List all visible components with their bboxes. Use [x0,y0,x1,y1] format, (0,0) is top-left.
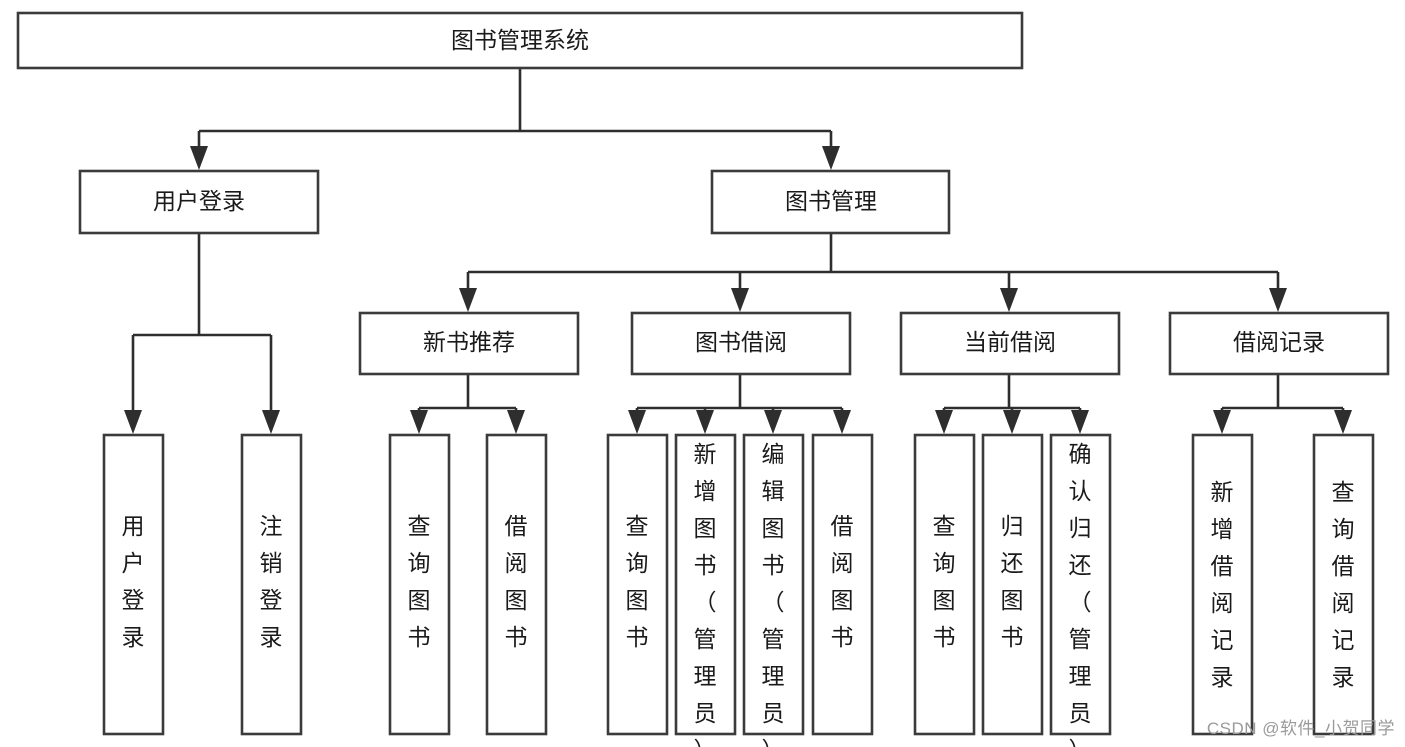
arrow-to-leaf-logout [262,410,280,434]
node-borrow-record-label: 借阅记录 [1233,329,1325,355]
connector-root-to-level2 [190,68,840,170]
arrow-to-book-borrow [731,288,749,312]
leaf-query-book-recommend-box[interactable] [388,433,451,736]
leaf-add-borrow-record[interactable]: 新增借阅记录 [1191,433,1254,736]
node-book-borrow-label: 图书借阅 [695,329,787,355]
arrow-to-leaf-confirm-return [1071,410,1089,434]
leaf-query-book-borrow[interactable]: 查询图书 [606,433,669,736]
arrow-to-new-book-recommend [459,288,477,312]
connector-newbook-to-leaves [410,374,525,434]
node-current-borrow-label: 当前借阅 [964,329,1056,355]
leaf-borrow-book[interactable]: 借阅图书 [811,433,874,736]
arrow-to-leaf-user-login [124,410,142,434]
node-new-book-recommend-label: 新书推荐 [423,329,515,355]
leaf-logout-box[interactable] [240,433,303,736]
leaf-query-book-borrow-box[interactable] [606,433,669,736]
leaf-edit-book-box[interactable] [742,433,805,736]
leaf-add-borrow-record-label: 新增借阅记录 [1211,479,1234,690]
node-user-login-label: 用户登录 [153,188,245,214]
arrow-to-leaf-query-book-1 [410,410,428,434]
connector-bookborrow-to-leaves [628,374,851,434]
leaf-confirm-return-label: 确认归还（管理员） [1069,441,1092,747]
node-user-login-box[interactable] [78,169,320,235]
leaf-borrow-book-box[interactable] [811,433,874,736]
leaf-query-book-current[interactable]: 查询图书 [913,433,976,736]
arrow-to-book-manage [822,146,840,170]
node-book-borrow-box[interactable] [630,311,852,376]
leaf-edit-book[interactable]: 编辑图书（管理员） [742,433,805,747]
arrow-to-leaf-edit-book [764,410,782,434]
arrow-to-current-borrow [1000,288,1018,312]
node-new-book-recommend-box[interactable] [358,311,580,376]
arrow-to-leaf-borrow-book-2 [833,410,851,434]
node-root-label: 图书管理系统 [451,27,589,53]
arrow-to-leaf-add-record [1213,410,1231,434]
arrow-to-leaf-return-book [1003,410,1021,434]
leaf-query-book-current-box[interactable] [913,433,976,736]
leaf-add-book[interactable]: 新增图书（管理员） [674,433,737,747]
connector-userlogin-to-leaves [124,233,280,434]
leaf-query-borrow-record-label: 查询借阅记录 [1332,479,1355,690]
leaf-user-login-label: 用户登录 [122,513,145,650]
leaf-confirm-return[interactable]: 确认归还（管理员） [1049,433,1112,747]
leaf-borrow-book-recommend-label: 借阅图书 [505,513,528,650]
leaf-query-book-current-label: 查询图书 [933,513,956,650]
leaf-add-book-label: 新增图书（管理员） [694,441,717,747]
connector-bookmanage-to-level3 [459,233,1287,312]
node-root[interactable]: 图书管理系统 [16,11,1024,70]
leaf-return-book-label: 归还图书 [1001,513,1024,650]
leaf-logout[interactable]: 注销登录 [240,433,303,736]
leaf-user-login-box[interactable] [102,433,165,736]
arrow-to-leaf-query-book-2 [628,410,646,434]
arrow-to-leaf-query-book-3 [935,410,953,434]
node-borrow-record-box[interactable] [1168,311,1390,376]
node-borrow-record[interactable]: 借阅记录 [1168,311,1390,376]
leaf-confirm-return-box[interactable] [1049,433,1112,736]
leaf-borrow-book-recommend[interactable]: 借阅图书 [485,433,548,736]
arrow-to-leaf-borrow-book-1 [507,410,525,434]
leaf-query-book-recommend-label: 查询图书 [408,513,431,650]
node-book-manage-box[interactable] [710,169,951,235]
arrow-to-leaf-add-book [696,410,714,434]
leaf-query-book-borrow-label: 查询图书 [626,513,649,650]
node-current-borrow-box[interactable] [899,311,1121,376]
leaf-add-borrow-record-box[interactable] [1191,433,1254,736]
csdn-watermark: CSDN @软件_小贺同学 [1206,719,1395,738]
arrow-to-borrow-record [1269,288,1287,312]
leaf-query-borrow-record[interactable]: 查询借阅记录 [1312,433,1375,736]
leaf-borrow-book-label: 借阅图书 [831,513,854,650]
arrow-to-user-login [190,146,208,170]
leaf-query-borrow-record-box[interactable] [1312,433,1375,736]
arrow-to-leaf-query-record [1334,410,1352,434]
connector-currentborrow-to-leaves [935,374,1089,434]
leaf-return-book[interactable]: 归还图书 [981,433,1044,736]
node-current-borrow[interactable]: 当前借阅 [899,311,1121,376]
node-root-box[interactable] [16,11,1024,70]
leaf-user-login[interactable]: 用户登录 [102,433,165,736]
leaf-query-book-recommend[interactable]: 查询图书 [388,433,451,736]
node-book-manage[interactable]: 图书管理 [710,169,951,235]
node-new-book-recommend[interactable]: 新书推荐 [358,311,580,376]
leaf-logout-label: 注销登录 [260,513,283,650]
leaf-borrow-book-recommend-box[interactable] [485,433,548,736]
node-book-manage-label: 图书管理 [785,188,877,214]
connector-borrowrecord-to-leaves [1213,374,1352,434]
node-book-borrow[interactable]: 图书借阅 [630,311,852,376]
node-user-login[interactable]: 用户登录 [78,169,320,235]
leaf-return-book-box[interactable] [981,433,1044,736]
leaf-add-book-box[interactable] [674,433,737,736]
leaf-edit-book-label: 编辑图书（管理员） [762,441,785,747]
